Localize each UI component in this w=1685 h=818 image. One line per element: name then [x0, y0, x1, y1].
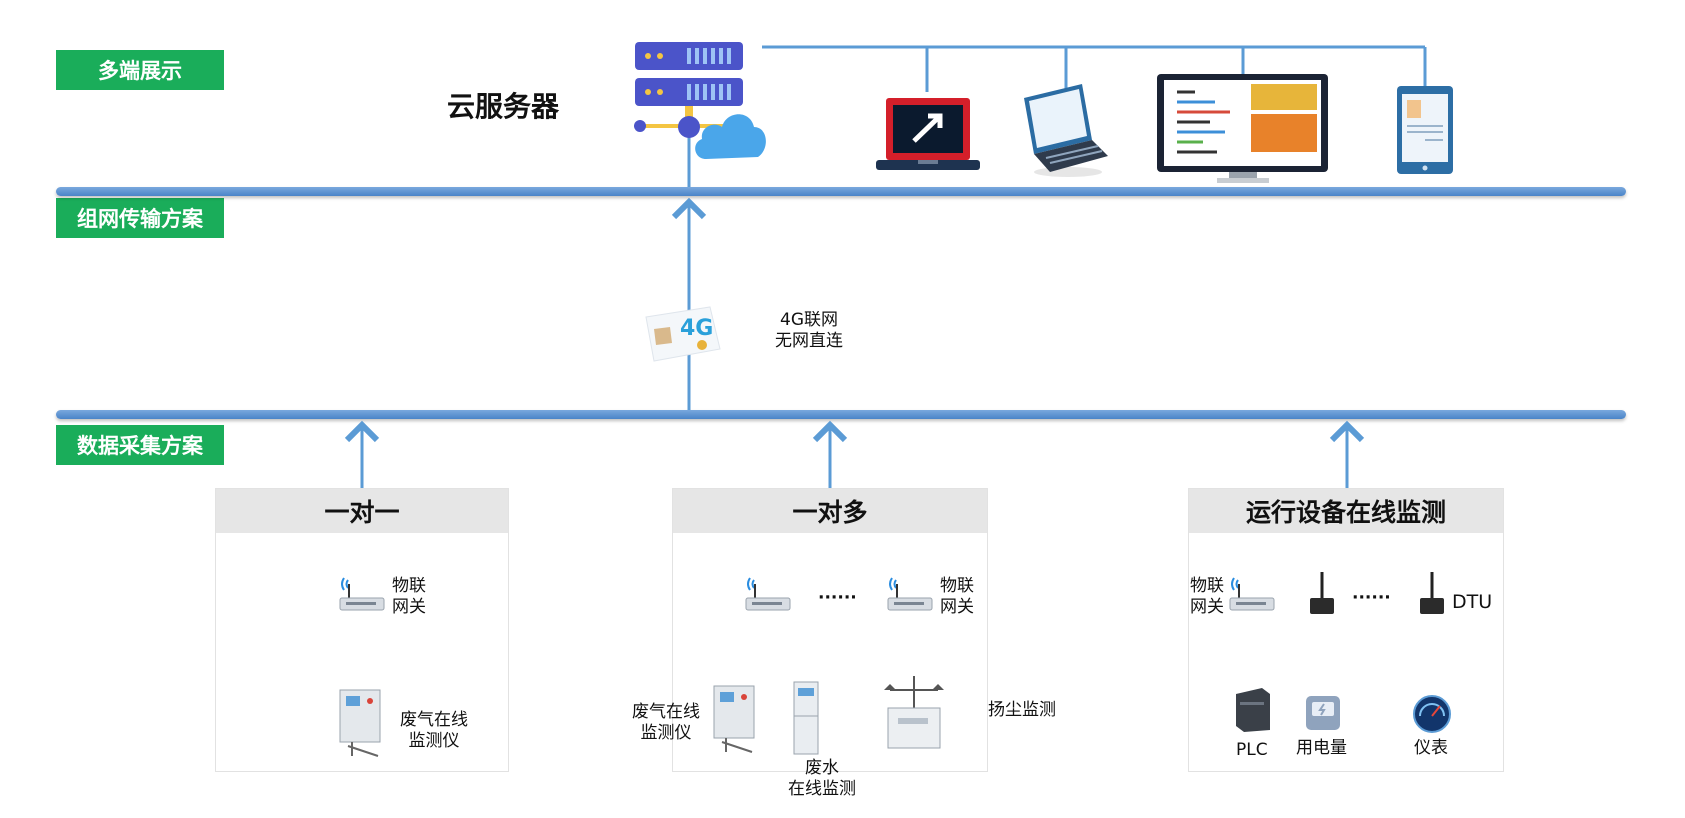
gas-label-1-line2: 监测仪 [408, 731, 460, 751]
gateway-label-3-line2: 网关 [1190, 597, 1224, 617]
gas-label-1: 废气在线 监测仪 [400, 710, 468, 752]
plc-label: PLC [1236, 740, 1268, 760]
plc-icon [1236, 688, 1270, 732]
top-bus [56, 187, 1626, 196]
cloud-icon [695, 114, 766, 159]
ellipsis-2: ······ [1352, 588, 1391, 608]
water-analyzer-icon [793, 681, 819, 755]
gas-label-2-line1: 废气在线 [632, 702, 700, 722]
dtu-label: DTU [1452, 591, 1493, 613]
gateway-label-2: 物联 网关 [940, 576, 974, 618]
meter-label: 仪表 [1414, 738, 1448, 758]
4g-label: 4G联网 无网直连 [775, 310, 843, 352]
box-one-to-many-title: 一对多 [673, 489, 987, 533]
dtu-icon [1420, 572, 1444, 614]
sim-card-icon: 4G [645, 306, 721, 362]
router-icon [1229, 577, 1275, 611]
gateway-label-3: 物联 网关 [1190, 576, 1224, 618]
gas-analyzer-icon [339, 689, 381, 757]
4g-line1: 4G联网 [780, 310, 838, 330]
laptop-icon [1024, 84, 1108, 177]
gas-label-2: 废气在线 监测仪 [632, 702, 700, 744]
gas-label-2-line2: 监测仪 [640, 723, 692, 743]
gateway-label-3-line1: 物联 [1190, 576, 1224, 596]
laptop-red-icon [876, 98, 980, 170]
gateway-label-1-line2: 网关 [392, 597, 426, 617]
monitor-icon [1157, 74, 1328, 183]
box-one-to-one-title: 一对一 [216, 489, 508, 533]
gateway-label-1-line1: 物联 [392, 576, 426, 596]
tag-display: 多端展示 [56, 50, 224, 90]
water-label: 废水 在线监测 [788, 758, 856, 800]
gas-analyzer-icon [713, 685, 755, 753]
dust-monitor-icon [884, 676, 944, 749]
power-meter-icon [1306, 696, 1340, 730]
tag-collect: 数据采集方案 [56, 425, 224, 465]
4g-line2: 无网直连 [775, 331, 843, 351]
gauge-icon [1413, 695, 1451, 733]
gateway-label-1: 物联 网关 [392, 576, 426, 618]
water-label-line2: 在线监测 [788, 779, 856, 799]
router-icon [339, 577, 385, 611]
tag-network: 组网传输方案 [56, 198, 224, 238]
gateway-label-2-line2: 网关 [940, 597, 974, 617]
dtu-icon [1310, 572, 1334, 614]
router-icon [745, 577, 791, 611]
box-equipment-title: 运行设备在线监测 [1189, 489, 1503, 533]
power-label: 用电量 [1296, 738, 1347, 758]
cloud-server-label: 云服务器 [447, 90, 560, 123]
gateway-label-2-line1: 物联 [940, 576, 974, 596]
ellipsis-1: ······ [818, 588, 857, 608]
gas-label-1-line1: 废气在线 [400, 710, 468, 730]
server-icon [634, 42, 743, 138]
tablet-icon [1397, 86, 1453, 174]
water-label-line1: 废水 [805, 758, 839, 778]
middle-bus [56, 410, 1626, 419]
router-icon [887, 577, 933, 611]
svg-text:4G: 4G [680, 316, 713, 341]
dust-label: 扬尘监测 [988, 700, 1056, 720]
